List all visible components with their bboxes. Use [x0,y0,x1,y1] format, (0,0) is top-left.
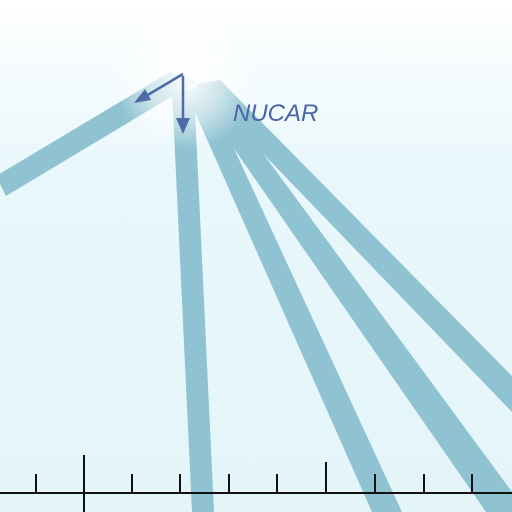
arrow-down-head-icon [176,118,190,134]
nucar-label: NUCAR [233,100,318,127]
arrows [134,72,190,134]
beam-right [192,84,512,512]
axis-ruler [0,455,512,512]
beam-far-right [196,80,512,412]
arrow-diagonal-head-icon [134,89,151,103]
source-fade [100,20,280,150]
beams [0,72,512,512]
beam-vertical [172,90,214,512]
arrow-diagonal-shaft [145,72,184,98]
beam-middle [186,88,402,512]
